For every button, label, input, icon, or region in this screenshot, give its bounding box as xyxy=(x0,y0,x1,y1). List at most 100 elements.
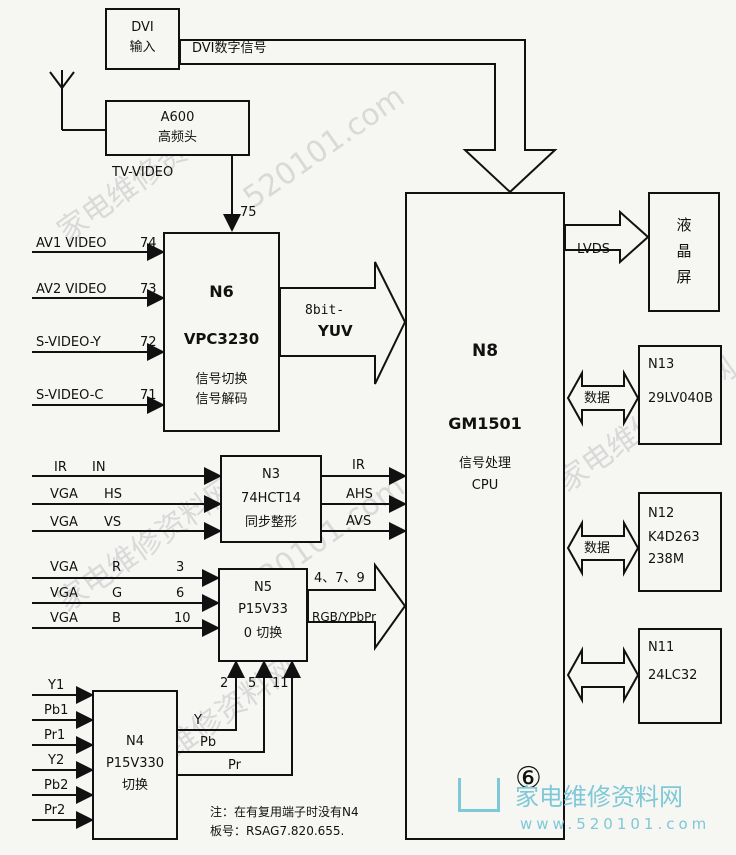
vga-r-label-b: R xyxy=(112,560,122,575)
n5-block: N5 P15V33 0 切换 xyxy=(218,568,308,662)
n5-func: 0 切换 xyxy=(243,626,283,641)
vga-vs-label-b: VS xyxy=(104,515,122,530)
n6-func2: 信号解码 xyxy=(195,392,248,407)
pb-out-line xyxy=(178,660,273,753)
n8-id: N8 xyxy=(471,341,499,361)
y-out-label: Y xyxy=(194,713,202,728)
n11-id: N11 xyxy=(648,640,675,655)
n6-block: N6 VPC3230 信号切换 信号解码 xyxy=(163,232,280,432)
a600-label: A600 xyxy=(160,110,195,125)
page-number: ⑥ xyxy=(515,761,542,796)
n12-id: N12 xyxy=(648,506,675,521)
y2-label: Y2 xyxy=(48,753,65,768)
pr1-label: Pr1 xyxy=(44,728,66,743)
n5-chip: P15V33 xyxy=(238,602,288,617)
n5-id: N5 xyxy=(254,580,272,595)
pb-out-label: Pb xyxy=(200,735,217,750)
n6-chip: VPC3230 xyxy=(183,330,260,348)
dvi-input-label: 输入 xyxy=(129,40,156,55)
yuv-label-top: 8bit- xyxy=(305,303,345,318)
pr-out-label: Pr xyxy=(228,758,241,773)
vga-g-label-a: VGA xyxy=(50,586,78,601)
pin-6: 6 xyxy=(176,586,185,601)
n8-chip: GM1501 xyxy=(448,414,522,433)
n6-id: N6 xyxy=(209,282,234,301)
vga-r-label-a: VGA xyxy=(50,560,78,575)
n8-cpu: CPU xyxy=(471,478,499,493)
y1-label: Y1 xyxy=(48,678,65,693)
av2-label: AV2 VIDEO xyxy=(36,282,107,297)
n6-func1: 信号切换 xyxy=(195,372,248,387)
antenna-icon xyxy=(49,70,105,131)
data-arrow-n11 xyxy=(566,646,640,704)
lcd-block: 液 晶 屏 xyxy=(648,192,720,312)
n8-block: N8 GM1501 信号处理 CPU xyxy=(405,192,565,840)
lcd-char-2: 晶 xyxy=(676,242,692,260)
yuv-label-bottom: YUV xyxy=(318,322,353,340)
pr-out-line xyxy=(178,660,301,776)
n3-chip: 74HCT14 xyxy=(241,491,301,506)
n8-func: 信号处理 xyxy=(458,456,511,471)
n3-func: 同步整形 xyxy=(244,515,297,530)
n4-chip: P15V330 xyxy=(105,756,165,771)
rgb-bus-arrow xyxy=(307,561,407,652)
av1-label: AV1 VIDEO xyxy=(36,236,107,251)
n13-id: N13 xyxy=(648,357,675,372)
footer-url: www.520101.com xyxy=(520,815,711,833)
ir-in-label-a: IR xyxy=(54,460,67,475)
pin-2: 2 xyxy=(220,676,229,691)
svideo-c-label: S-VIDEO-C xyxy=(36,388,104,403)
y-out-line xyxy=(178,660,245,731)
tuner-label: 高频头 xyxy=(157,130,197,145)
vga-b-label-a: VGA xyxy=(50,611,78,626)
yuv-bus-arrow xyxy=(279,261,407,385)
dvi-input-block: DVI 输入 xyxy=(105,8,180,70)
n13-block: N13 29LV040B xyxy=(638,345,722,445)
data-label-n12: 数据 xyxy=(584,541,611,556)
n4-func: 切换 xyxy=(121,778,148,793)
dvi-signal-label: DVI数字信号 xyxy=(192,41,267,56)
n11-block: N11 24LC32 xyxy=(638,628,722,724)
n13-chip: 29LV040B xyxy=(648,391,713,406)
n4-id: N4 xyxy=(126,734,144,749)
svideo-y-label: S-VIDEO-Y xyxy=(36,335,101,350)
vga-hs-label-a: VGA xyxy=(50,487,78,502)
pin-11: 11 xyxy=(272,676,289,691)
ahs-label: AHS xyxy=(346,487,373,502)
n12-chip-2: 238M xyxy=(648,552,685,567)
pins-out-label: 4、7、9 xyxy=(314,571,365,586)
pin-71: 71 xyxy=(140,388,157,403)
pin-75: 75 xyxy=(240,205,257,220)
avs-label: AVS xyxy=(346,514,372,529)
footer-brand: 家电维修资料网 xyxy=(515,783,683,811)
site-logo-icon xyxy=(458,778,500,812)
vga-b-label-b: B xyxy=(112,611,121,626)
pin-74: 74 xyxy=(140,236,157,251)
footnote-line-2: 板号：RSAG7.820.655. xyxy=(210,824,345,838)
pin-72: 72 xyxy=(140,335,157,350)
pb1-label: Pb1 xyxy=(44,703,69,718)
n12-chip-1: K4D263 xyxy=(648,530,700,545)
pb2-label: Pb2 xyxy=(44,778,69,793)
n4-block: N4 P15V330 切换 xyxy=(92,690,178,840)
vga-vs-label-a: VGA xyxy=(50,515,78,530)
data-label-n13: 数据 xyxy=(584,391,611,406)
dvi-label: DVI xyxy=(131,20,154,35)
lvds-arrow xyxy=(564,209,650,265)
lvds-label: LVDS xyxy=(577,242,610,257)
a600-tuner-block: A600 高频头 xyxy=(105,100,250,156)
tv-video-label: TV-VIDEO xyxy=(112,165,174,180)
n3-block: N3 74HCT14 同步整形 xyxy=(220,455,322,543)
n11-chip: 24LC32 xyxy=(648,668,698,683)
lcd-char-3: 屏 xyxy=(676,268,692,286)
vga-hs-label-b: HS xyxy=(104,487,123,502)
pin-10: 10 xyxy=(174,611,191,626)
n12-block: N12 K4D263 238M xyxy=(638,492,722,592)
pr2-label: Pr2 xyxy=(44,803,66,818)
rgb-label: RGB/YPbPr xyxy=(312,610,377,624)
ir-in-label-b: IN xyxy=(92,460,106,475)
ir-out-label: IR xyxy=(352,458,365,473)
dvi-bus-arrow xyxy=(179,39,558,194)
vga-g-label-b: G xyxy=(112,586,123,601)
